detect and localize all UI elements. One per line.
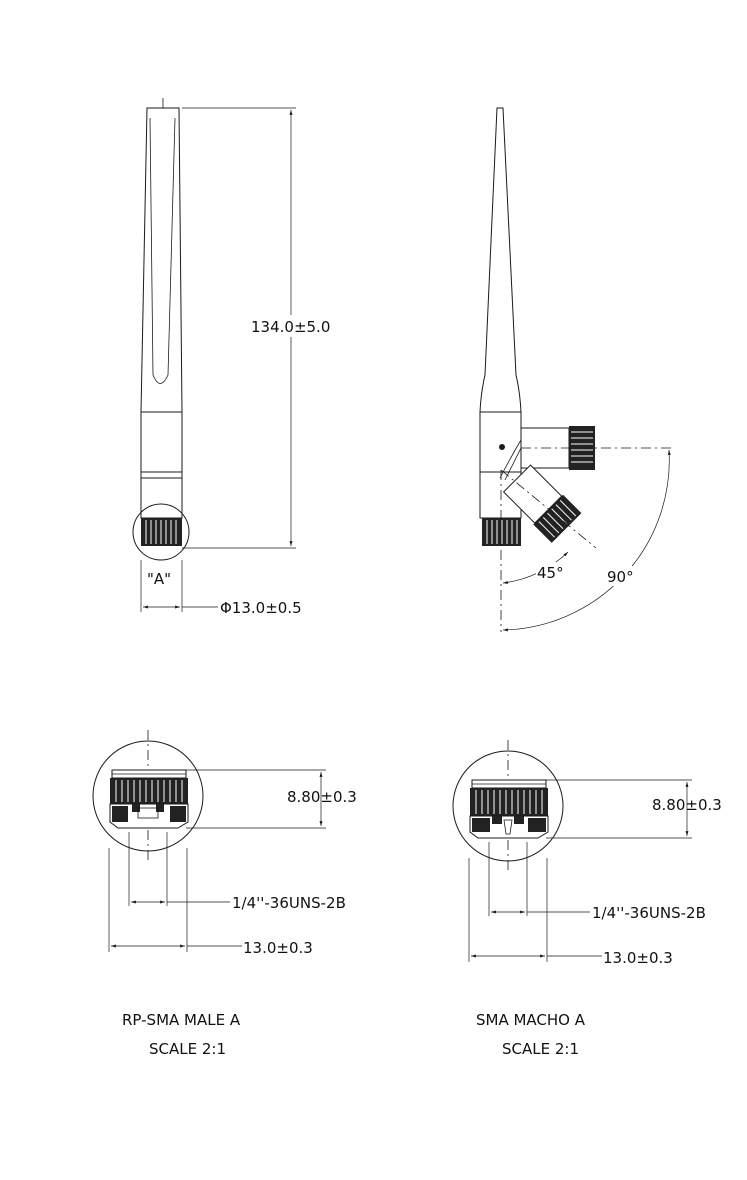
antenna-front [140,98,183,546]
left-caption-scale: SCALE 2:1 [149,1040,226,1058]
right-width-dim: 13.0±0.3 [603,949,673,967]
detail-rp-sma: 8.80±0.3 1/4''-36UNS-2B 13.0±0.3 RP-SMA … [92,730,357,1058]
angle-90-text: 90° [607,568,634,586]
antenna-side [479,107,595,546]
right-height-dim: 8.80±0.3 [652,796,722,814]
detail-a-circle [132,503,190,561]
right-caption-title: SMA MACHO A [476,1011,586,1029]
left-caption-title: RP-SMA MALE A [122,1011,241,1029]
right-thread-dim: 1/4''-36UNS-2B [592,904,706,922]
left-height-dim: 8.80±0.3 [287,788,357,806]
side-view: 45° 90° [479,107,672,632]
detail-a-label: "A" [147,570,171,588]
diameter-dimension: Φ13.0±0.5 [140,560,302,617]
right-caption-scale: SCALE 2:1 [502,1040,579,1058]
length-dim-text: 134.0±5.0 [251,318,330,336]
front-view: "A" 134.0±5.0 Φ13.0±0.5 [132,98,330,617]
left-width-dim: 13.0±0.3 [243,939,313,957]
detail-sma: 8.80±0.3 1/4''-36UNS-2B 13.0±0.3 SMA MAC… [452,740,722,1058]
length-dimension: 134.0±5.0 [182,107,330,549]
diameter-dim-text: Φ13.0±0.5 [220,599,302,617]
angle-45-text: 45° [537,564,564,582]
left-thread-dim: 1/4''-36UNS-2B [232,894,346,912]
